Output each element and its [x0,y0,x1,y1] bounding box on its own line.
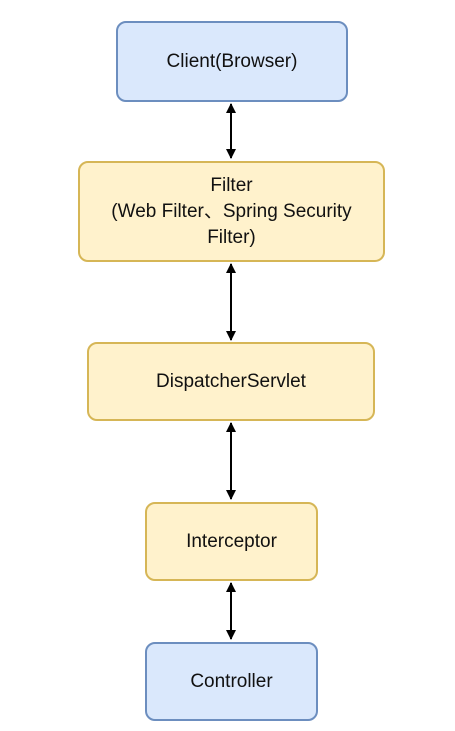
dispatcher-servlet-label: DispatcherServlet [156,370,306,392]
client-node: Client(Browser) [116,21,348,102]
filter-label-line-1: Filter [210,174,253,196]
filter-label-line-2: (Web Filter、Spring Security [111,200,352,222]
filter-label-line-3: Filter) [207,226,256,248]
controller-node: Controller [145,642,318,721]
filter-node: Filter (Web Filter、Spring Security Filte… [78,161,385,262]
interceptor-node: Interceptor [145,502,318,581]
interceptor-label: Interceptor [186,530,277,552]
filter-label: Filter (Web Filter、Spring Security Filte… [111,173,351,251]
controller-label: Controller [190,670,273,692]
client-label: Client(Browser) [166,50,298,72]
dispatcher-servlet-node: DispatcherServlet [87,342,375,421]
